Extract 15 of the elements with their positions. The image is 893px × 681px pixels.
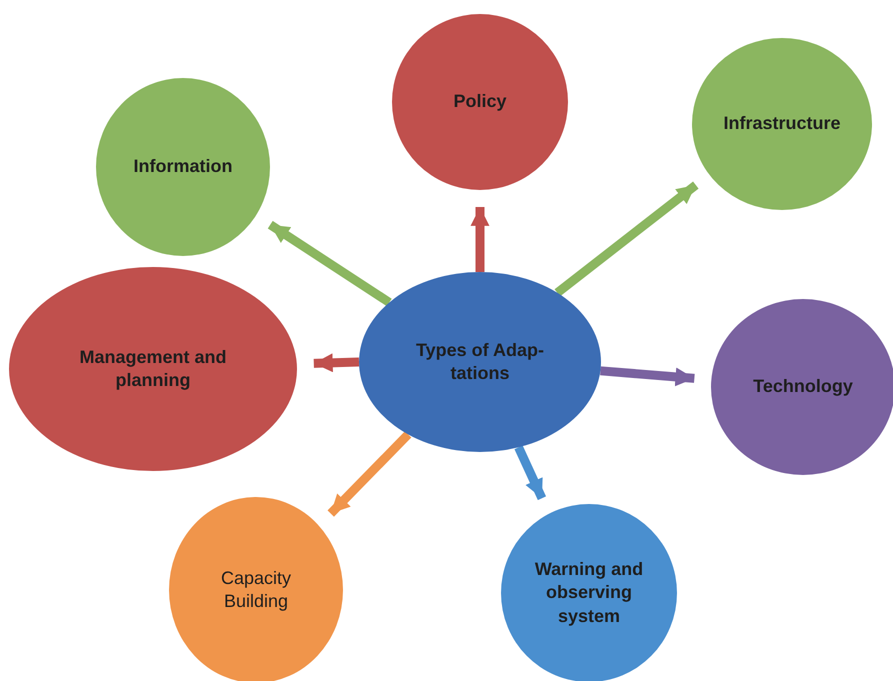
arrow	[470, 207, 490, 272]
node-label: Capacity Building	[220, 566, 292, 613]
node-label: Warning and observing system	[534, 558, 644, 628]
node-label: Management and planning	[78, 346, 228, 392]
arrow	[314, 353, 360, 372]
arrow	[554, 182, 699, 296]
arrow	[600, 366, 695, 386]
arrow	[268, 220, 392, 306]
node-label: Policy	[452, 90, 508, 114]
node-label: Information	[132, 155, 234, 178]
arrow	[514, 445, 546, 500]
node-label: Technology	[752, 375, 854, 398]
node-label: Infrastructure	[722, 112, 842, 136]
node-label: Types of Adap- tations	[414, 338, 545, 385]
arrow	[328, 431, 412, 517]
